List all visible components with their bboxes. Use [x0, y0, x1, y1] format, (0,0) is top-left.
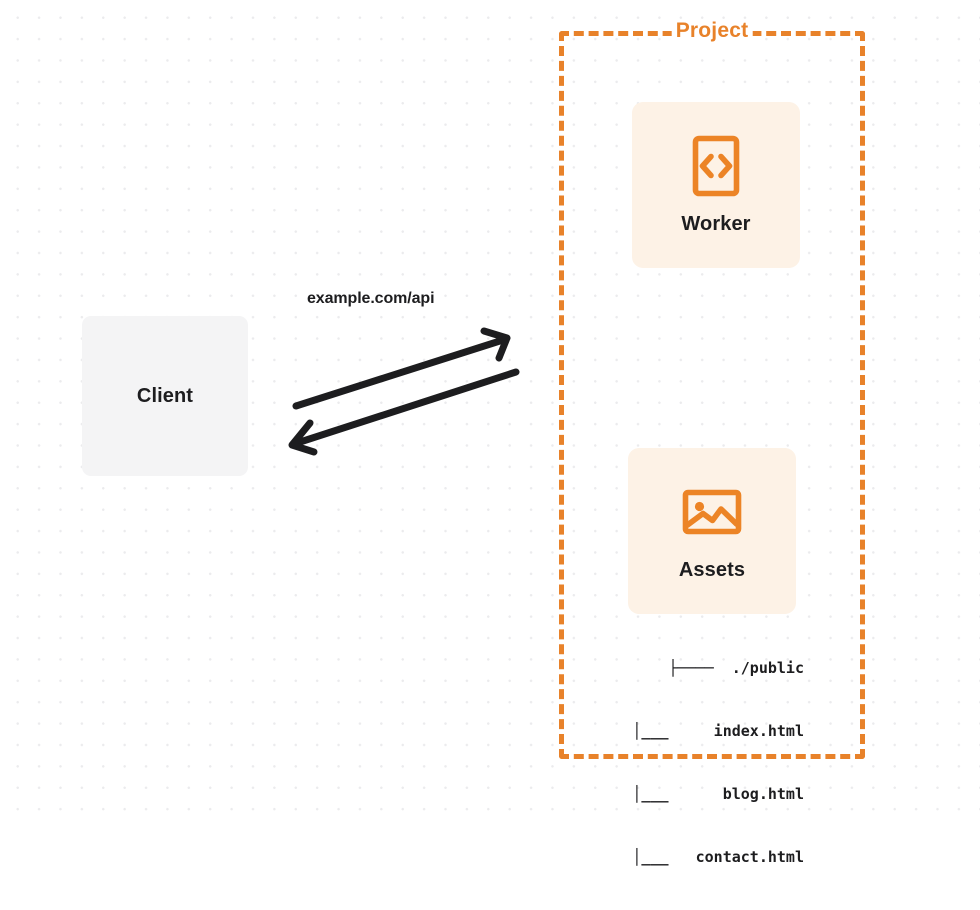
image-icon: [682, 489, 742, 534]
file-tree-row: ├──── ./public: [668, 659, 804, 677]
project-container: Project: [559, 19, 865, 759]
assets-card[interactable]: Assets: [628, 448, 796, 614]
file-tree-row: │___ index.html: [632, 722, 804, 740]
connection-label: example.com/api: [307, 290, 435, 307]
worker-card-label: Worker: [681, 212, 751, 235]
file-tree-row: │___ contact.html: [632, 848, 804, 866]
project-title: Project: [671, 19, 753, 43]
request-arrow: [292, 327, 511, 410]
client-node[interactable]: Client: [82, 316, 248, 476]
file-tree-row: │___ blog.html: [632, 785, 804, 803]
response-arrow: [288, 368, 520, 456]
client-node-label: Client: [136, 384, 194, 407]
worker-card[interactable]: Worker: [632, 102, 800, 268]
assets-card-label: Assets: [678, 558, 746, 581]
code-brackets-icon: [692, 135, 740, 196]
diagram-canvas: Client example.com/api Project Worker: [0, 0, 980, 866]
assets-file-tree: ├──── ./public │___ index.html │___ blog…: [608, 616, 804, 910]
